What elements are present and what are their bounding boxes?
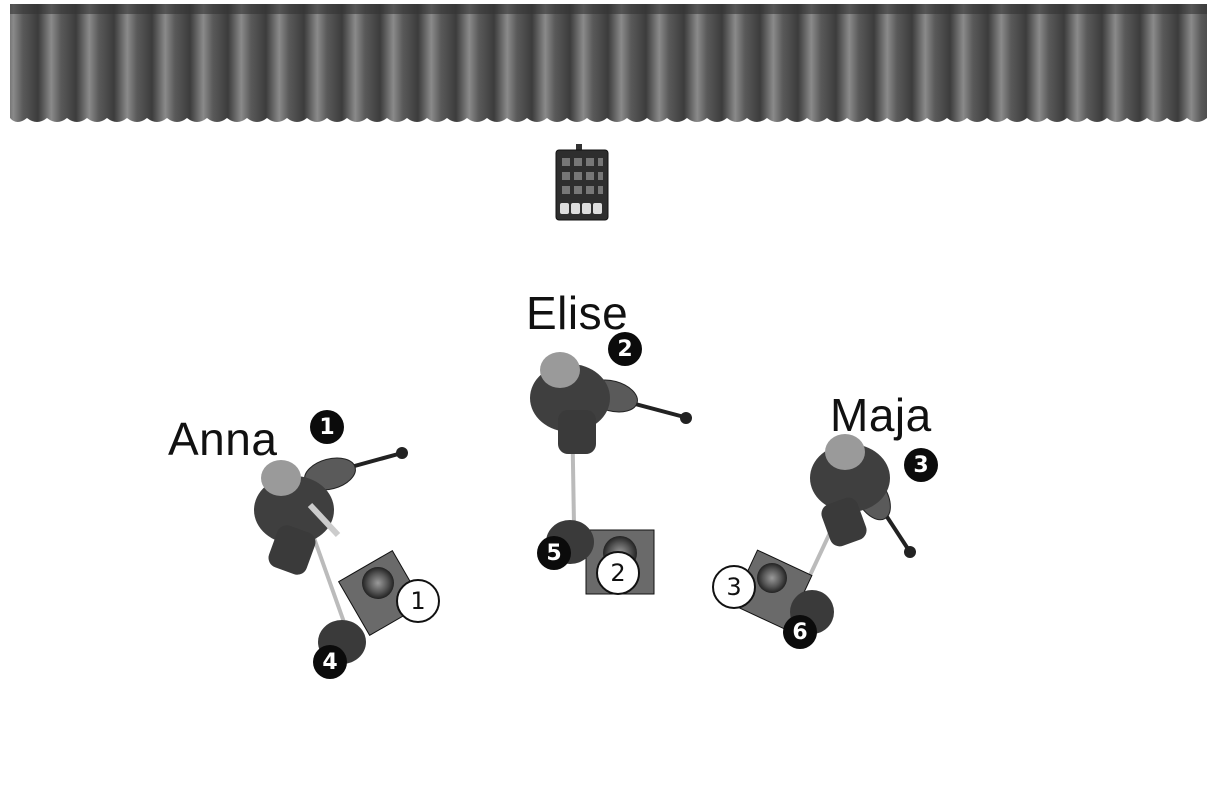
violin-icon [304,447,408,491]
monitor-badge-elise: 2 [596,551,640,595]
mic-badge-anna: 4 [313,645,347,679]
mic-badge-maja: 6 [783,615,817,649]
stage-curtain [10,4,1207,122]
performer-badge-maja: 3 [904,448,938,482]
performer-maja [731,434,916,634]
performer-anna [254,447,425,664]
performer-badge-anna: 1 [310,410,344,444]
mixer-console [555,144,609,221]
monitor-badge-anna: 1 [396,579,440,623]
performer-name-elise: Elise [526,287,629,339]
performer-elise [530,352,692,595]
monitor-badge-maja: 3 [712,565,756,609]
mic-badge-elise: 5 [537,536,571,570]
performer-badge-elise: 2 [608,332,642,366]
performer-name-anna: Anna [168,413,278,465]
performer-name-maja: Maja [830,389,932,441]
